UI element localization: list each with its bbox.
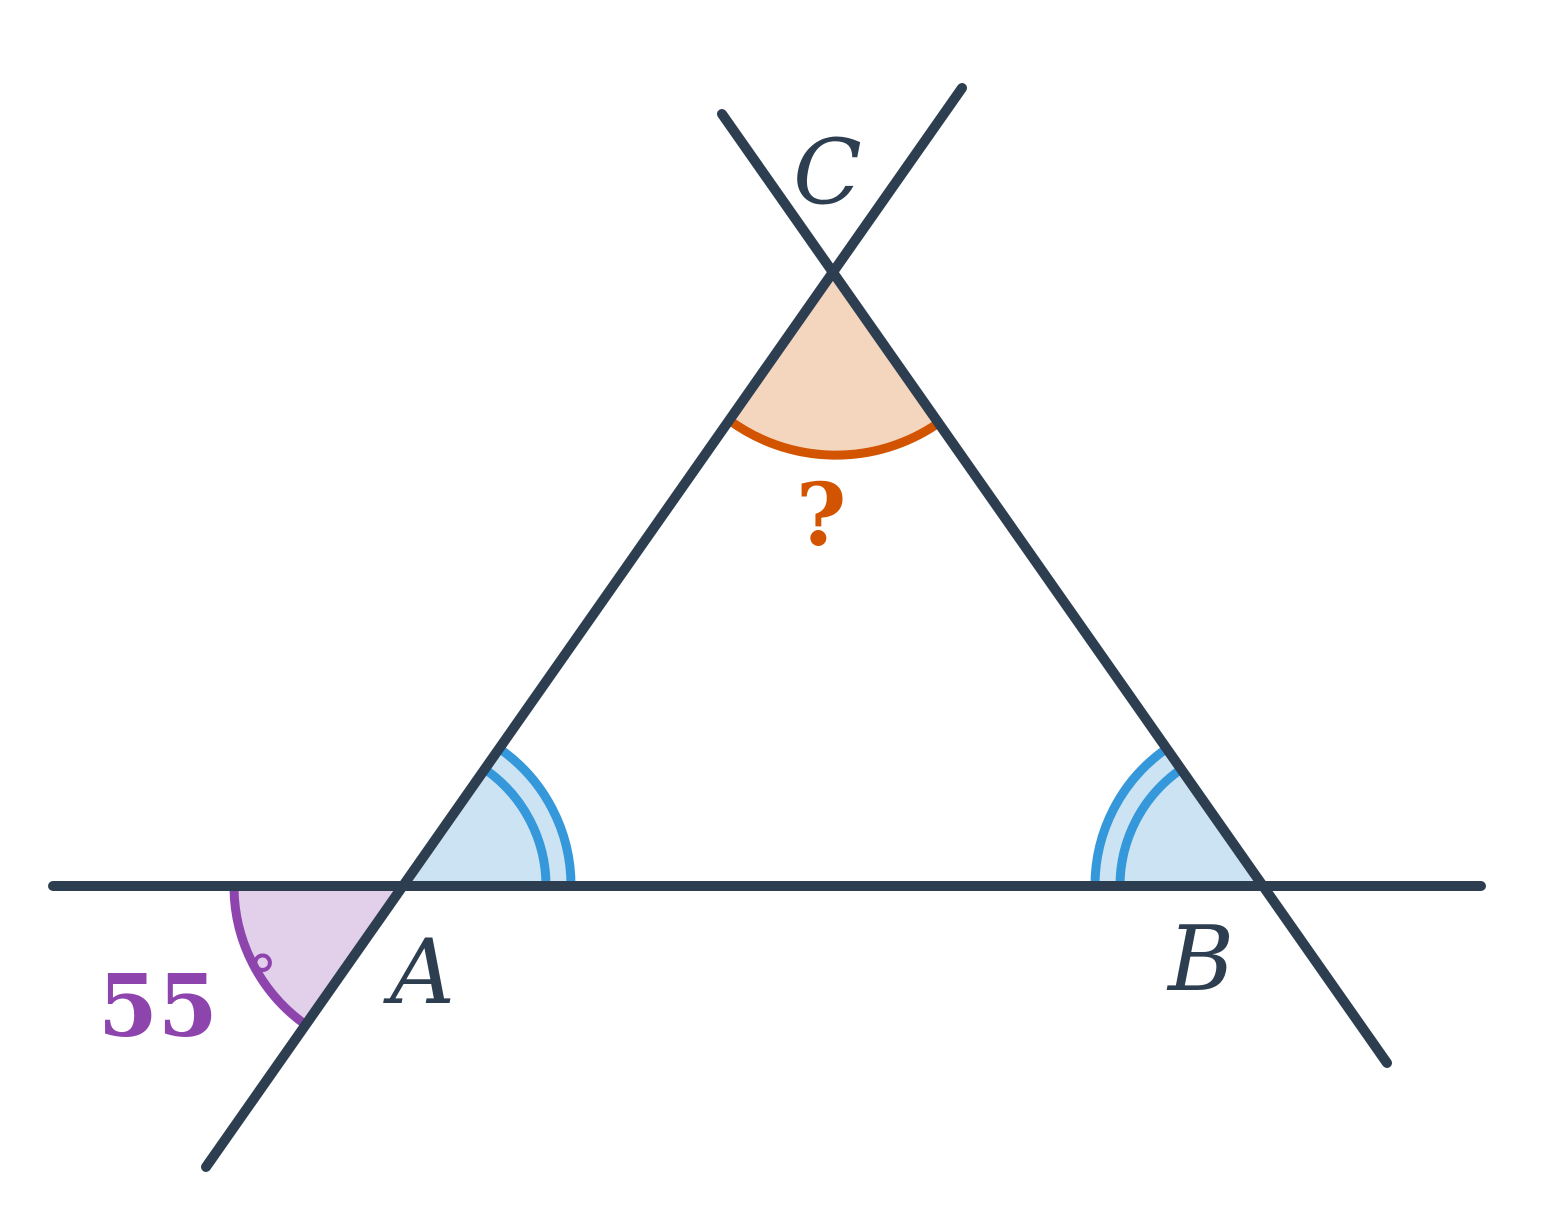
angle-a-arc-inner	[483, 766, 551, 887]
angle-given-arc	[229, 885, 309, 1029]
given-angle-unit: °	[248, 943, 278, 1013]
angle-a-marker	[404, 745, 576, 887]
given-angle-label: 55 °	[98, 943, 278, 1057]
given-angle-value: 55	[98, 956, 218, 1057]
line-through-a-c	[201, 83, 967, 1172]
angle-a-arc-outer	[497, 745, 576, 887]
angle-c-marker	[726, 272, 940, 460]
angle-c-arc	[726, 416, 940, 460]
vertex-label-c: C	[793, 120, 862, 225]
vertex-label-b: B	[1166, 907, 1234, 1012]
angle-a-fill	[404, 749, 572, 886]
line-through-b-c	[717, 109, 1392, 1068]
lines	[48, 83, 1486, 1172]
angle-b-arc-outer	[1090, 745, 1169, 887]
angle-given-marker	[229, 885, 404, 1029]
angle-b-marker	[1090, 745, 1262, 887]
angle-c-fill	[729, 272, 937, 456]
angle-b-arc-inner	[1115, 766, 1183, 887]
angle-given-fill	[233, 886, 404, 1025]
angle-b-fill	[1094, 749, 1262, 886]
vertex-label-a: A	[383, 920, 455, 1025]
unknown-angle-label: ?	[796, 465, 846, 566]
